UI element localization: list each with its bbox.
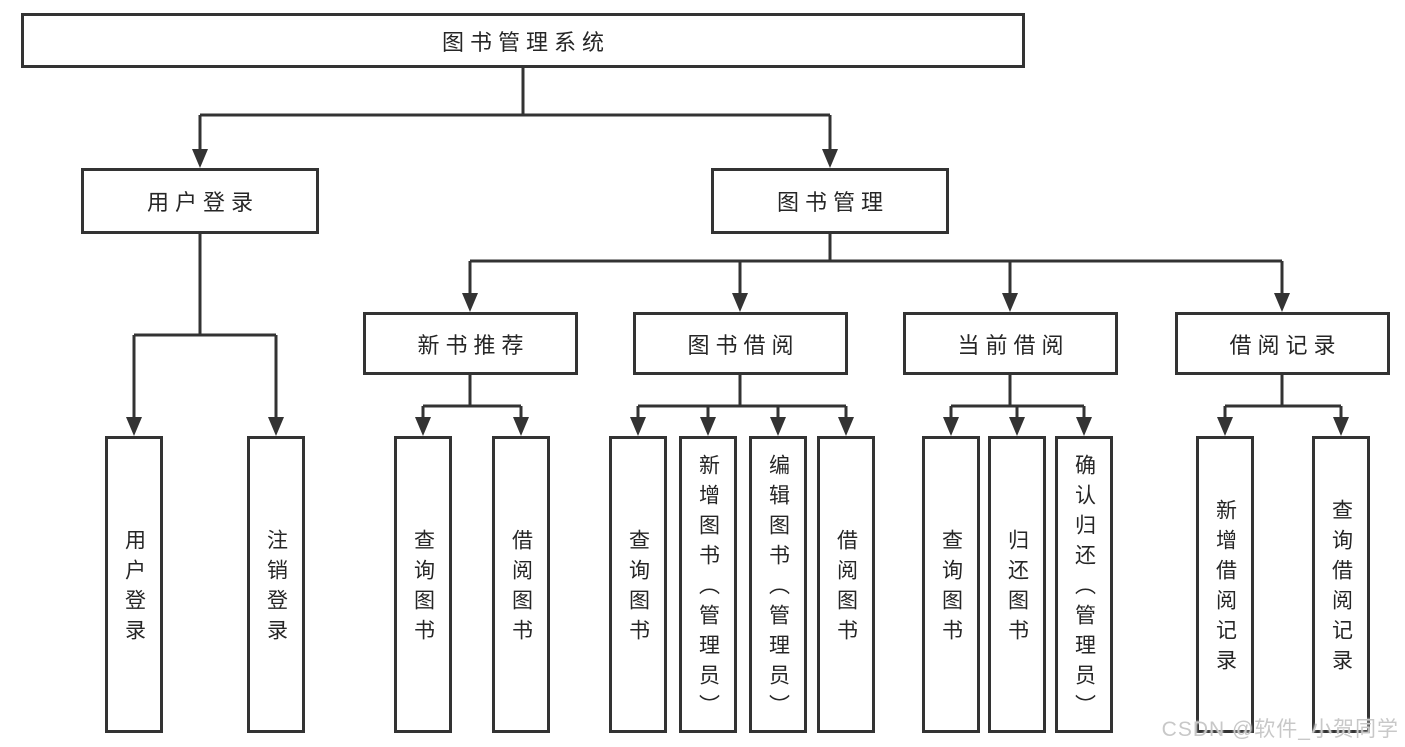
node-current-borrow: 当前借阅 [903, 312, 1118, 375]
leaf-bb-query-books: 查询图书 [609, 436, 667, 733]
node-new-book-recommend: 新书推荐 [363, 312, 578, 375]
leaf-bb-add-books-admin-label: 新增图书（管理员） [696, 454, 720, 724]
leaf-br-add-record: 新增借阅记录 [1196, 436, 1254, 733]
node-new-book-recommend-label: 新书推荐 [417, 332, 530, 358]
leaf-cb-query-books: 查询图书 [922, 436, 980, 733]
arrowhead-icon [732, 293, 748, 312]
arrowhead-icon [126, 417, 142, 436]
connector-bookborrow-to-leaves [636, 375, 848, 422]
leaf-br-query-record: 查询借阅记录 [1312, 436, 1370, 733]
arrowhead-icon [1274, 293, 1290, 312]
leaf-logout: 注销登录 [247, 436, 305, 733]
node-book-management-label: 图书管理 [776, 190, 889, 215]
leaf-cb-return-books-label: 归还图书 [1005, 529, 1029, 649]
leaf-rec-borrow-books-label: 借阅图书 [509, 529, 533, 649]
arrowhead-icon [268, 417, 284, 436]
leaf-br-add-record-label: 新增借阅记录 [1213, 499, 1237, 679]
arrowhead-icon [1009, 417, 1025, 436]
csdn-watermark: CSDN @软件_小贺同学 [1161, 718, 1399, 741]
leaf-rec-borrow-books: 借阅图书 [492, 436, 550, 733]
arrowhead-icon [700, 417, 716, 436]
connector-newbookrec-to-leaves [421, 375, 523, 422]
leaf-rec-query-books-label: 查询图书 [411, 529, 435, 649]
leaf-bb-edit-books-admin: 编辑图书（管理员） [749, 436, 807, 733]
leaf-cb-return-books: 归还图书 [988, 436, 1046, 733]
leaf-cb-query-books-label: 查询图书 [939, 529, 963, 649]
connector-userlogin-to-leaves [132, 234, 278, 422]
node-book-borrow: 图书借阅 [633, 312, 848, 375]
arrowhead-icon [1002, 293, 1018, 312]
leaf-cb-confirm-return-admin-label: 确认归还（管理员） [1072, 454, 1096, 724]
leaf-user-login: 用户登录 [105, 436, 163, 733]
node-book-borrow-label: 图书借阅 [687, 332, 800, 358]
leaf-bb-edit-books-admin-label: 编辑图书（管理员） [766, 454, 790, 724]
node-user-login: 用户登录 [81, 168, 319, 234]
arrowhead-icon [630, 417, 646, 436]
leaf-bb-add-books-admin: 新增图书（管理员） [679, 436, 737, 733]
arrowhead-icon [192, 149, 208, 168]
arrowhead-icon [838, 417, 854, 436]
arrowhead-icon [513, 417, 529, 436]
arrowhead-icon [822, 149, 838, 168]
arrowhead-icon [1217, 417, 1233, 436]
arrowhead-icon [1076, 417, 1092, 436]
leaf-bb-borrow-books-label: 借阅图书 [834, 529, 858, 649]
node-root-label: 图书管理系统 [441, 29, 610, 55]
node-borrow-records: 借阅记录 [1175, 312, 1390, 375]
connector-borrowrecords-to-leaves [1223, 375, 1343, 422]
leaf-bb-borrow-books: 借阅图书 [817, 436, 875, 733]
leaf-logout-label: 注销登录 [264, 529, 288, 649]
arrowhead-icon [770, 417, 786, 436]
leaf-bb-query-books-label: 查询图书 [626, 529, 650, 649]
node-user-login-label: 用户登录 [146, 190, 259, 215]
arrowhead-icon [943, 417, 959, 436]
connector-root-to-level2 [198, 68, 832, 154]
arrowhead-icon [1333, 417, 1349, 436]
leaf-br-query-record-label: 查询借阅记录 [1329, 499, 1353, 679]
arrowhead-icon [462, 293, 478, 312]
leaf-cb-confirm-return-admin: 确认归还（管理员） [1055, 436, 1113, 733]
node-borrow-records-label: 借阅记录 [1229, 332, 1342, 358]
connector-bookmgmt-to-level3 [468, 234, 1284, 298]
leaf-user-login-label: 用户登录 [122, 529, 146, 649]
arrowhead-icon [415, 417, 431, 436]
node-book-management: 图书管理 [711, 168, 949, 234]
leaf-rec-query-books: 查询图书 [394, 436, 452, 733]
node-root: 图书管理系统 [21, 13, 1025, 68]
connector-currentborrow-to-leaves [949, 375, 1086, 422]
node-current-borrow-label: 当前借阅 [957, 332, 1070, 358]
